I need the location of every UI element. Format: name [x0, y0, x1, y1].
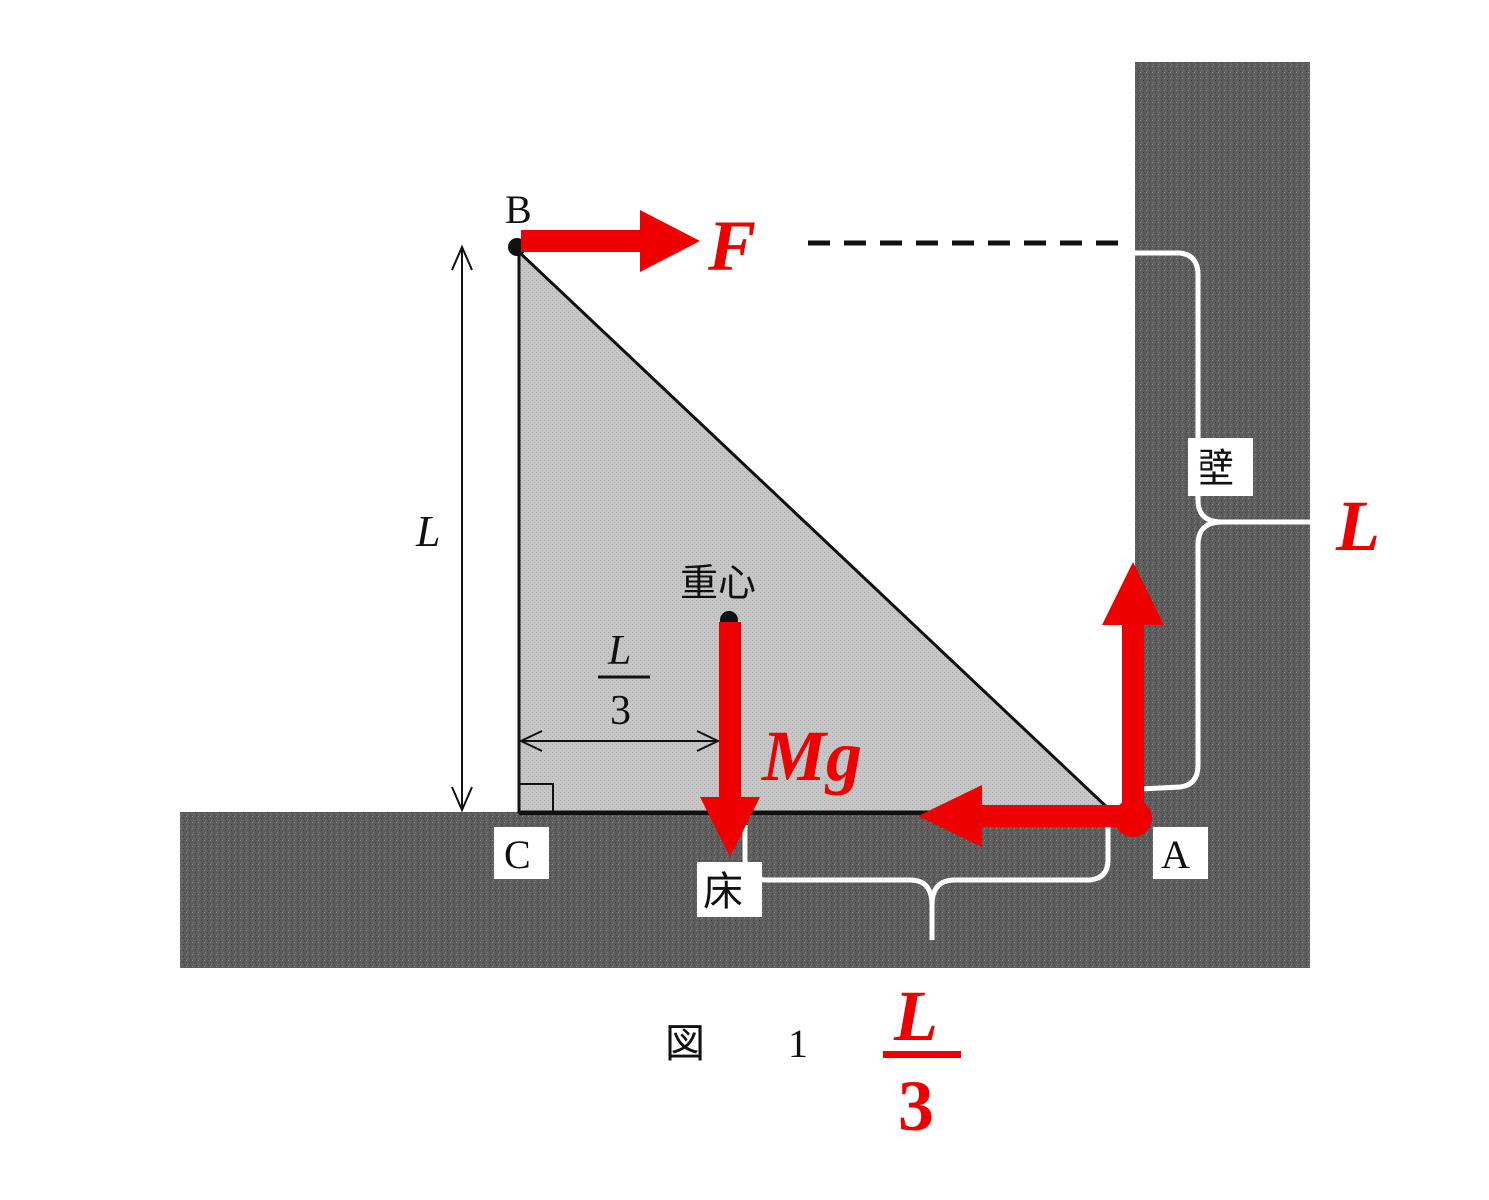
force-f-arrow	[521, 210, 700, 272]
floor-label: 床	[703, 869, 743, 915]
height-dimension	[451, 244, 473, 813]
cog-distance-denominator: 3	[610, 688, 631, 734]
wall-height-annotation: L	[1335, 486, 1380, 566]
floor-frac-annotation-numerator: L	[893, 976, 938, 1056]
figure-caption-zu: 図	[665, 1021, 705, 1067]
right-angle-mark	[519, 783, 554, 812]
point-c-label: C	[504, 832, 531, 877]
cog-distance-dimension	[518, 675, 721, 752]
height-l-label: L	[415, 507, 440, 556]
point-a-label: A	[1161, 832, 1190, 877]
point-c-box	[494, 827, 549, 879]
wall-normal-force-arrow	[1102, 562, 1164, 818]
wall-surface	[1135, 62, 1310, 968]
center-of-mass-label: 重心	[680, 561, 756, 605]
floor-distance-brace	[742, 825, 1111, 940]
point-a-box	[1153, 827, 1208, 879]
force-mg-arrow	[700, 622, 760, 857]
floor-friction-arrow	[918, 785, 1135, 847]
wall-label: 壁	[1194, 446, 1234, 492]
wall-height-brace	[1121, 250, 1310, 793]
figure-caption-number: 1	[788, 1021, 808, 1066]
floor-frac-annotation-denominator: 3	[898, 1066, 934, 1146]
floor-frac-annotation-bar	[883, 1051, 961, 1058]
force-f-label: F	[707, 206, 756, 286]
force-mg-label: Mg	[761, 716, 862, 796]
point-a-dot	[1114, 799, 1152, 837]
point-b-label: B	[505, 187, 532, 232]
cog-distance-numerator: L	[607, 628, 631, 674]
